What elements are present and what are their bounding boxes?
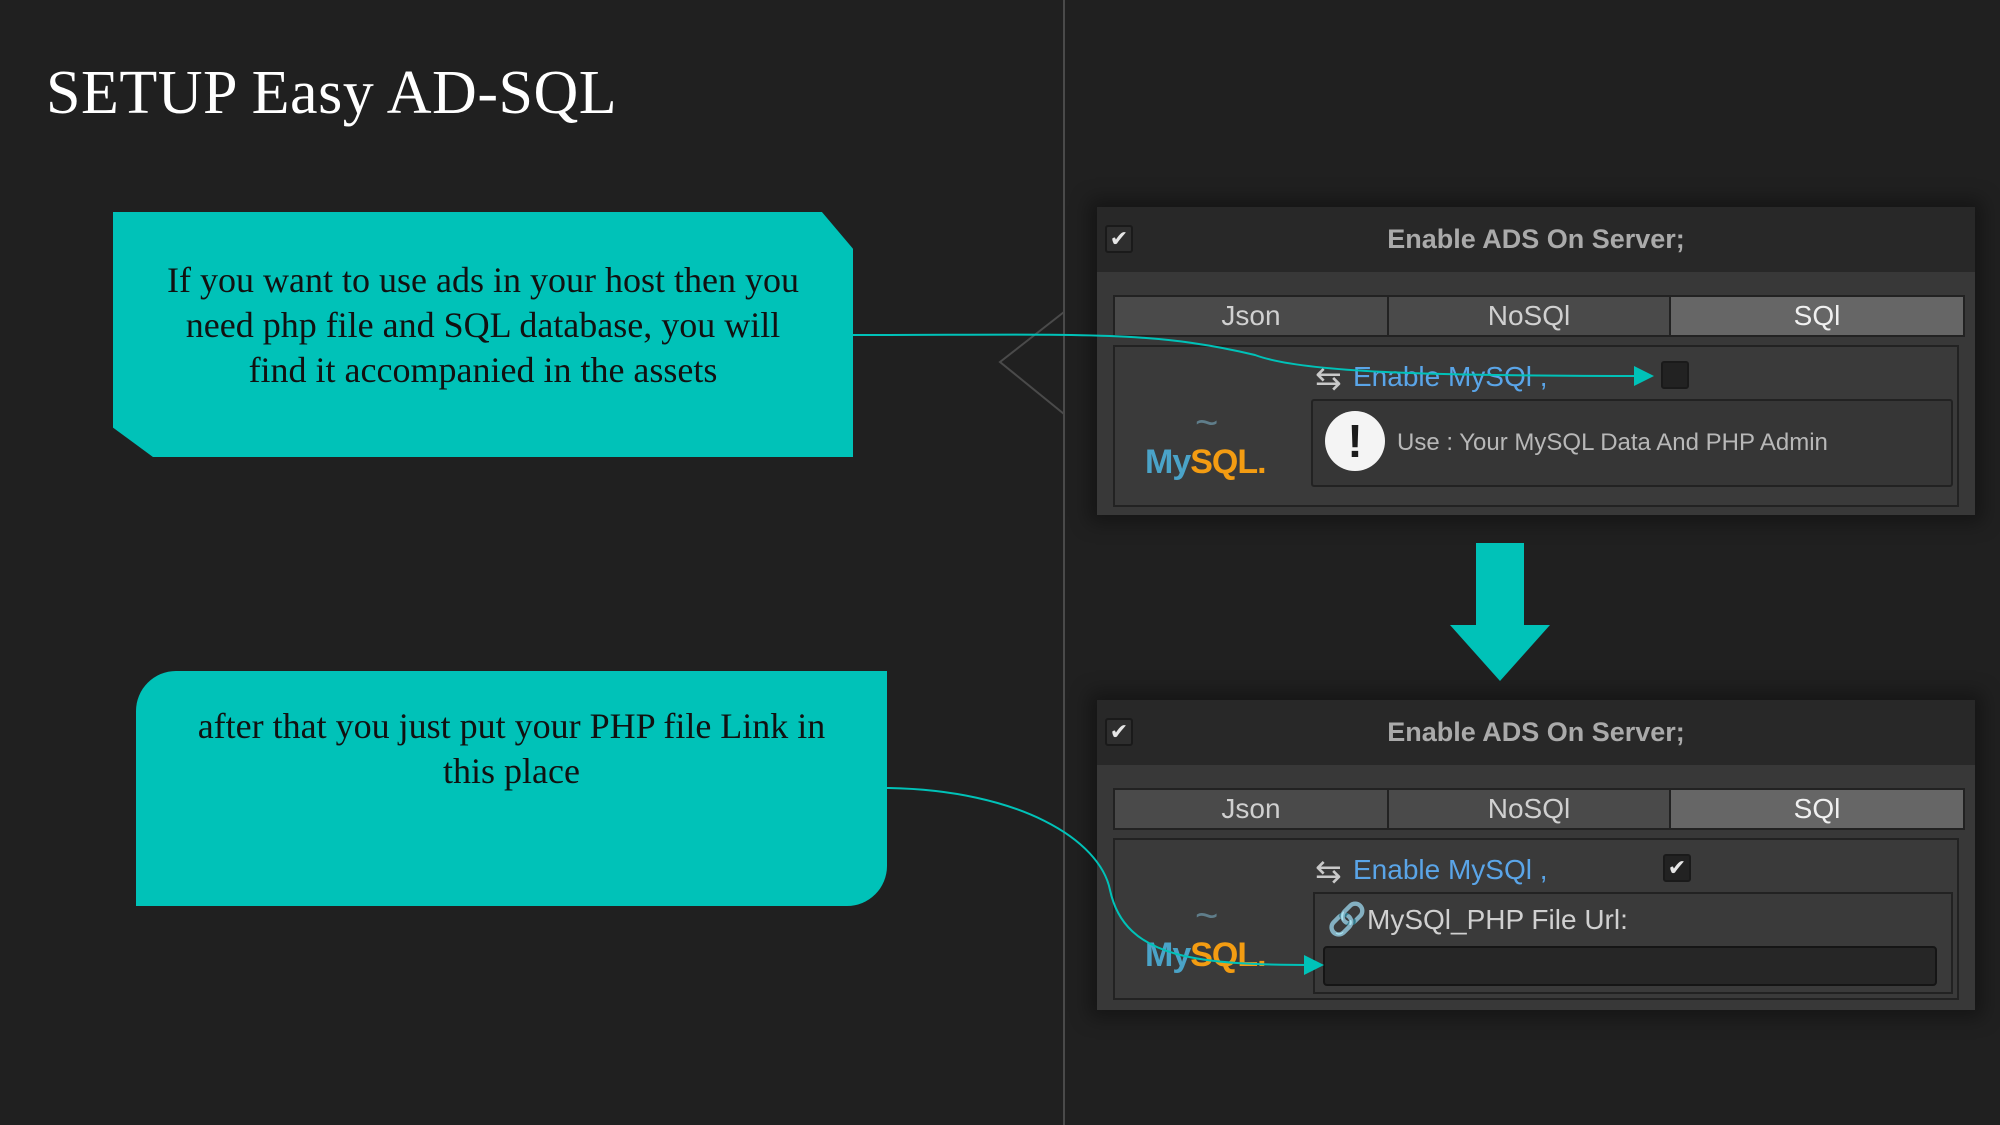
sql-settings-box: ~ MySQL. ⇆ Enable MySQl , ✔ 🔗 MySQl_PHP … [1113,838,1959,1000]
tab-nosql[interactable]: NoSQl [1389,788,1671,830]
enable-ads-label: Enable ADS On Server; [1387,224,1685,254]
enable-mysql-label: Enable MySQl , [1353,854,1548,885]
panel-header: Enable ADS On Server; ✔ [1097,700,1975,765]
checkmark-icon: ✔ [1109,226,1129,251]
callout-1-text: If you want to use ads in your host then… [167,260,799,390]
dolphin-icon: ~ [1195,894,1219,938]
storage-tabs: Json NoSQl SQl [1113,295,1965,337]
mysql-logo: ~ MySQL. [1145,401,1267,481]
php-url-input[interactable] [1323,946,1937,986]
enable-ads-checkbox[interactable]: ✔ [1105,225,1133,253]
ads-server-panel-before: Enable ADS On Server; ✔ Json NoSQl SQl ~… [1097,207,1975,515]
storage-tabs: Json NoSQl SQl [1113,788,1965,830]
help-text: Use : Your MySQL Data And PHP Admin [1397,429,1828,456]
slide-title: SETUP Easy AD-SQL [46,59,618,127]
enable-mysql-checkbox[interactable]: ✔ [1663,854,1691,882]
warning-icon: ! [1325,411,1385,471]
vertical-divider [1063,0,1065,1125]
callout-2-text: after that you just put your PHP file Li… [197,705,826,791]
help-box: ! Use : Your MySQL Data And PHP Admin [1311,399,1953,487]
callout-host-requirements: If you want to use ads in your host then… [113,212,853,457]
ads-server-panel-after: Enable ADS On Server; ✔ Json NoSQl SQl ~… [1097,700,1975,1010]
link-icon: 🔗 [1327,901,1367,937]
tab-sql[interactable]: SQl [1671,788,1965,830]
callout-php-link: after that you just put your PHP file Li… [136,671,887,906]
php-url-box: 🔗 MySQl_PHP File Url: [1313,892,1953,994]
checkmark-icon: ✔ [1109,719,1129,744]
php-url-label: MySQl_PHP File Url: [1367,904,1628,935]
toggle-icon: ⇆ [1315,853,1342,889]
tab-sql[interactable]: SQl [1671,295,1965,337]
panel-header: Enable ADS On Server; ✔ [1097,207,1975,272]
dolphin-icon: ~ [1195,401,1219,445]
mysql-logo: ~ MySQL. [1145,894,1267,974]
arrow-down-icon [1450,543,1550,681]
tab-json[interactable]: Json [1113,788,1389,830]
sql-settings-box: ~ MySQL. ⇆ Enable MySQl , ! Use : Your M… [1113,345,1959,507]
checkmark-icon: ✔ [1667,855,1687,880]
enable-mysql-label: Enable MySQl , [1353,361,1548,392]
enable-ads-checkbox[interactable]: ✔ [1105,718,1133,746]
enable-ads-label: Enable ADS On Server; [1387,717,1685,747]
enable-mysql-checkbox[interactable] [1661,361,1689,389]
tab-json[interactable]: Json [1113,295,1389,337]
toggle-icon: ⇆ [1315,360,1342,396]
tab-nosql[interactable]: NoSQl [1389,295,1671,337]
